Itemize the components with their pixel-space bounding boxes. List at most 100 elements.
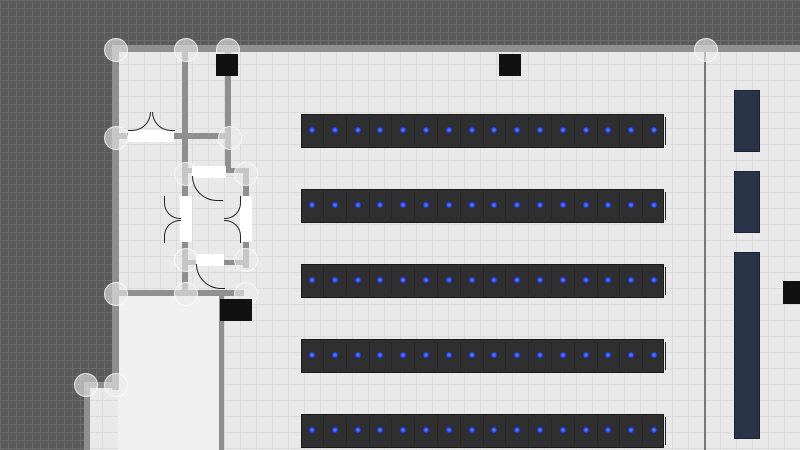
wall-node-icon[interactable]	[104, 126, 128, 150]
wall-node-icon[interactable]	[694, 38, 718, 62]
partition-line[interactable]	[704, 52, 706, 450]
wall-node-icon[interactable]	[218, 126, 242, 150]
rack-unit[interactable]	[348, 342, 370, 370]
rack-row-4[interactable]	[301, 339, 666, 373]
rack-unit[interactable]	[393, 117, 416, 145]
rack-unit[interactable]	[302, 267, 324, 295]
column-icon[interactable]	[783, 281, 800, 304]
rack-unit[interactable]	[439, 342, 461, 370]
column-icon[interactable]	[216, 54, 238, 76]
electrical-panel[interactable]	[734, 90, 760, 152]
rack-unit[interactable]	[325, 267, 347, 295]
rack-row-2[interactable]	[301, 189, 666, 223]
rack-unit[interactable]	[621, 417, 644, 445]
rack-unit[interactable]	[302, 417, 324, 445]
wall-node-icon[interactable]	[174, 38, 198, 62]
wall-node-icon[interactable]	[174, 248, 198, 272]
column-icon[interactable]	[220, 299, 252, 321]
rack-unit[interactable]	[598, 117, 621, 145]
rack-unit[interactable]	[507, 192, 530, 220]
rack-unit[interactable]	[462, 192, 484, 220]
wall-node-icon[interactable]	[104, 282, 128, 306]
rack-unit[interactable]	[644, 342, 666, 370]
rack-unit[interactable]	[576, 267, 598, 295]
rack-unit[interactable]	[507, 267, 530, 295]
rack-unit[interactable]	[576, 417, 598, 445]
rack-row-3[interactable]	[301, 264, 666, 298]
rack-unit[interactable]	[644, 267, 666, 295]
rack-unit[interactable]	[576, 192, 598, 220]
rack-unit[interactable]	[598, 267, 621, 295]
rack-unit[interactable]	[462, 267, 484, 295]
rack-unit[interactable]	[439, 192, 461, 220]
rack-unit[interactable]	[370, 417, 393, 445]
wall-node-icon[interactable]	[174, 282, 198, 306]
rack-unit[interactable]	[325, 117, 347, 145]
rack-unit[interactable]	[484, 267, 507, 295]
rack-unit[interactable]	[325, 192, 347, 220]
rack-unit[interactable]	[370, 117, 393, 145]
rack-row-1[interactable]	[301, 114, 666, 148]
rack-unit[interactable]	[462, 417, 484, 445]
rack-unit[interactable]	[393, 192, 416, 220]
door-icon[interactable]	[128, 112, 175, 142]
rack-unit[interactable]	[439, 267, 461, 295]
rack-unit[interactable]	[644, 117, 666, 145]
rack-unit[interactable]	[553, 117, 575, 145]
rack-unit[interactable]	[576, 117, 598, 145]
rack-unit[interactable]	[370, 342, 393, 370]
rack-unit[interactable]	[576, 342, 598, 370]
rack-unit[interactable]	[621, 267, 644, 295]
electrical-panel[interactable]	[734, 252, 760, 439]
rack-unit[interactable]	[416, 192, 438, 220]
rack-unit[interactable]	[484, 117, 507, 145]
rack-unit[interactable]	[348, 192, 370, 220]
wall-node-icon[interactable]	[104, 373, 128, 397]
rack-unit[interactable]	[416, 267, 438, 295]
rack-unit[interactable]	[553, 342, 575, 370]
wall-node-icon[interactable]	[234, 162, 258, 186]
rack-unit[interactable]	[553, 267, 575, 295]
rack-unit[interactable]	[416, 342, 438, 370]
wall-room-v2[interactable]	[225, 48, 231, 173]
door-icon[interactable]	[192, 166, 226, 201]
electrical-panel[interactable]	[734, 171, 760, 233]
rack-unit[interactable]	[621, 192, 644, 220]
wall-node-icon[interactable]	[74, 373, 98, 397]
rack-unit[interactable]	[530, 267, 552, 295]
wall-node-icon[interactable]	[234, 248, 258, 272]
rack-unit[interactable]	[325, 417, 347, 445]
rack-unit[interactable]	[507, 417, 530, 445]
rack-unit[interactable]	[598, 417, 621, 445]
rack-unit[interactable]	[462, 342, 484, 370]
wall-left-lower[interactable]	[84, 382, 116, 388]
rack-unit[interactable]	[302, 342, 324, 370]
rack-unit[interactable]	[553, 417, 575, 445]
rack-unit[interactable]	[302, 192, 324, 220]
rack-unit[interactable]	[462, 117, 484, 145]
rack-unit[interactable]	[370, 192, 393, 220]
rack-unit[interactable]	[621, 342, 644, 370]
rack-unit[interactable]	[598, 192, 621, 220]
rack-unit[interactable]	[644, 192, 666, 220]
rack-unit[interactable]	[530, 342, 552, 370]
rack-unit[interactable]	[439, 417, 461, 445]
rack-row-5[interactable]	[301, 414, 666, 448]
rack-unit[interactable]	[598, 342, 621, 370]
rack-unit[interactable]	[621, 117, 644, 145]
wall-corridor-right[interactable]	[219, 290, 224, 450]
door-icon[interactable]	[224, 196, 252, 243]
rack-unit[interactable]	[325, 342, 347, 370]
wall-room-v1[interactable]	[182, 48, 188, 173]
rack-unit[interactable]	[348, 117, 370, 145]
door-icon[interactable]	[164, 196, 192, 243]
rack-unit[interactable]	[393, 267, 416, 295]
rack-unit[interactable]	[484, 192, 507, 220]
rack-unit[interactable]	[416, 417, 438, 445]
column-icon[interactable]	[499, 54, 521, 76]
rack-unit[interactable]	[370, 267, 393, 295]
rack-unit[interactable]	[393, 342, 416, 370]
rack-unit[interactable]	[530, 417, 552, 445]
rack-unit[interactable]	[348, 417, 370, 445]
wall-node-icon[interactable]	[104, 38, 128, 62]
